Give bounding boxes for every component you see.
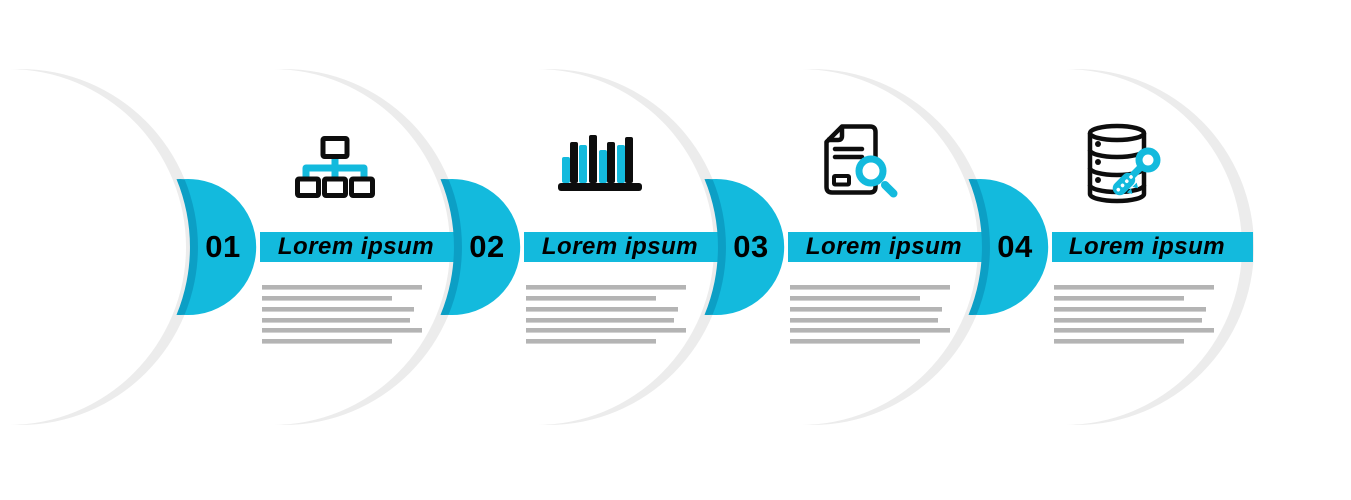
step-2-number: 02 <box>469 229 505 264</box>
band-step-2 <box>524 232 736 262</box>
placeholder-lines-step-2 <box>526 285 686 344</box>
crescent-step-4 <box>968 179 1049 315</box>
band-step-3 <box>788 232 1000 262</box>
step-3-number: 03 <box>733 229 769 264</box>
title-bands <box>260 232 1253 262</box>
bar-chart-icon <box>558 135 642 191</box>
step-4-title: Lorem ipsum <box>1068 233 1226 260</box>
key-glyph <box>1112 147 1161 196</box>
step-2-title: Lorem ipsum <box>541 233 699 260</box>
document-search-icon <box>824 124 898 198</box>
sitemap-hierarchy-icon <box>295 136 375 198</box>
placeholder-lines-step-4 <box>1054 285 1214 344</box>
step-1-number: 01 <box>205 229 241 264</box>
crescent-step-2 <box>440 179 521 315</box>
crescent-step-3 <box>704 179 785 315</box>
step-3-title: Lorem ipsum <box>805 233 963 260</box>
step-1-title: Lorem ipsum <box>277 233 435 260</box>
placeholder-text-lines <box>262 285 1214 344</box>
band-step-4 <box>1052 232 1253 262</box>
crescent-step-1 <box>176 179 257 315</box>
crescent-markers <box>176 179 1049 315</box>
database-key-icon <box>1087 123 1161 204</box>
placeholder-lines-step-1 <box>262 285 422 344</box>
placeholder-lines-step-3 <box>790 285 950 344</box>
step-4-number: 04 <box>997 229 1033 264</box>
band-step-1 <box>260 232 472 262</box>
